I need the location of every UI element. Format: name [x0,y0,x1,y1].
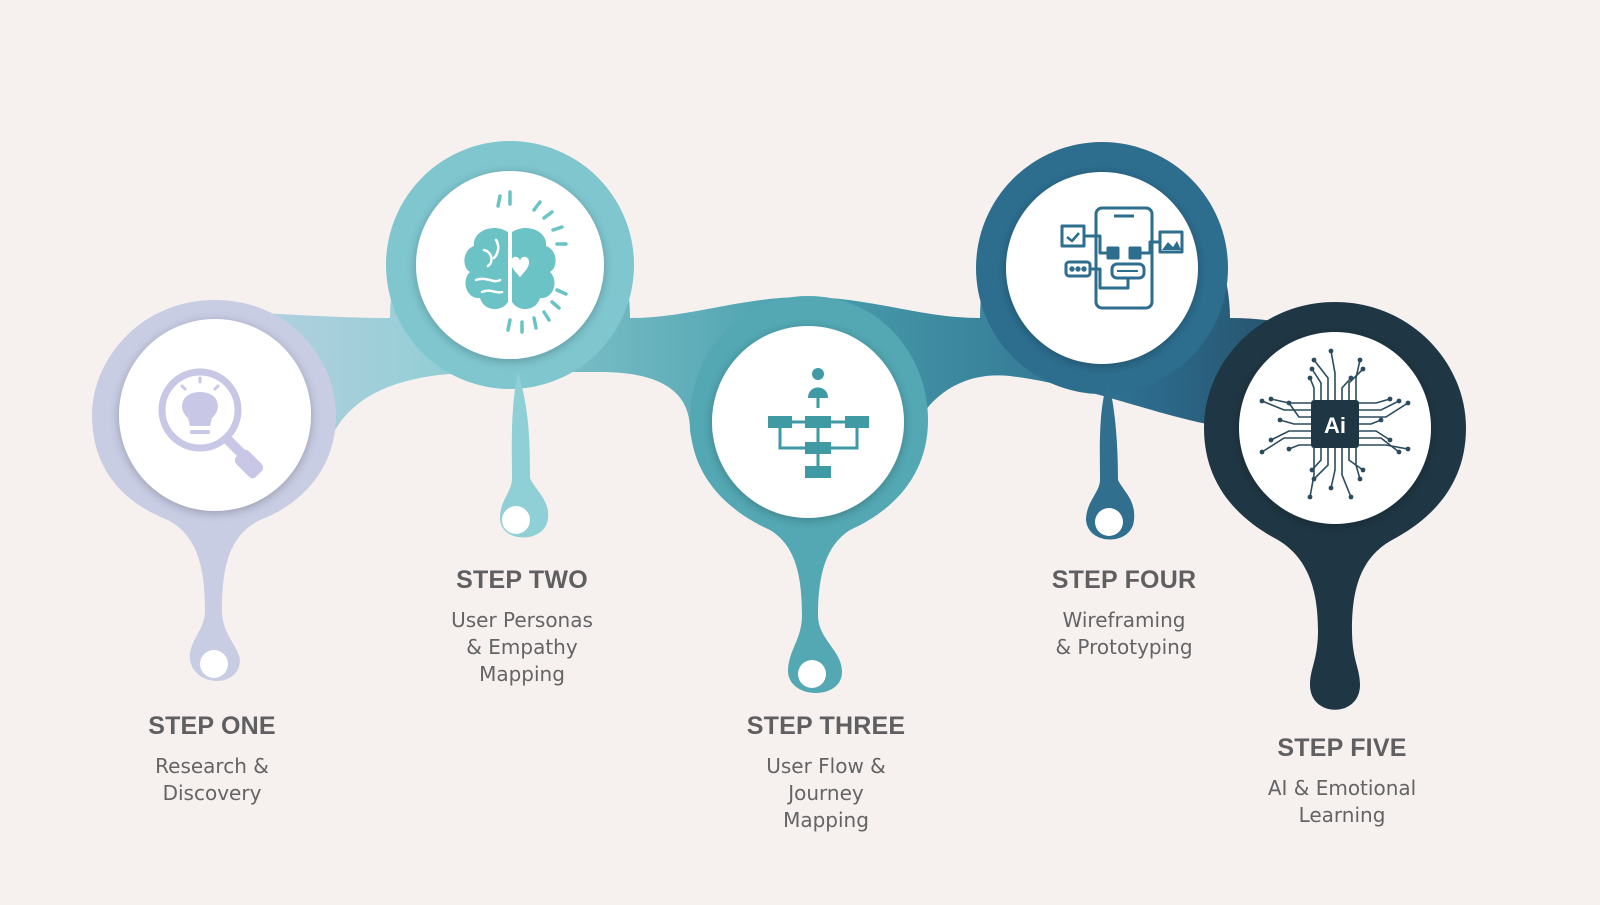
circuit-node [1309,467,1315,473]
circuit-trace [1261,400,1311,411]
lightbulb-magnifier-icon [158,368,264,479]
circuit-node [1360,366,1366,372]
circuit-trace [1279,419,1311,425]
circuit-trace [1355,359,1361,400]
circuit-trace [1341,448,1352,498]
circuit-trace [1330,448,1336,489]
circuit-node [1311,357,1317,363]
circuit-node [1396,449,1402,455]
circuit-trace [1270,430,1311,441]
circuit-node [1307,494,1313,500]
chip-text: Ai [1324,413,1346,438]
circuit-node [1387,437,1393,443]
circuit-trace [1288,402,1311,418]
circuit-trace [1309,448,1315,498]
circuit-node [1259,398,1265,404]
step-description: User Flow & Journey Mapping [766,754,886,832]
circuit-trace [1359,400,1400,411]
circuit-node [1405,446,1411,452]
circuit-node [1328,348,1334,354]
step-title: STEP FIVE [1277,734,1407,762]
step-four-node [976,142,1228,540]
step-description: Wireframing & Prototyping [1055,608,1193,659]
wireframe-phone-icon [1060,206,1184,310]
circuit-node [1396,398,1402,404]
circuit-node [1268,437,1274,443]
circuit-trace [1359,444,1409,450]
step-title: STEP TWO [456,566,588,594]
circuit-trace [1288,444,1311,450]
circuit-trace [1313,448,1329,480]
step-five-label: STEP FIVE AI & Emotional Learning [1212,734,1472,829]
circuit-node [1286,446,1292,452]
circuit-node [1387,396,1393,402]
step-one-label: STEP ONE Research & Discovery [82,712,342,807]
circuit-trace [1341,377,1352,400]
step-four-label: STEP FOUR Wireframing & Prototyping [994,566,1254,661]
circuit-node [1277,417,1283,423]
brain-heart-icon [464,190,568,334]
circuit-node [1309,366,1315,372]
circuit-trace [1313,359,1329,400]
circuit-node [1328,485,1334,491]
step-description: User Personas & Empathy Mapping [451,608,593,686]
circuit-node [1357,357,1363,363]
circuit-node [1259,449,1265,455]
circuit-node [1348,375,1354,381]
user-flow-icon [768,368,869,478]
circuit-trace [1311,448,1322,471]
circuit-node [1348,494,1354,500]
circuit-trace [1348,448,1364,471]
circuit-node [1405,400,1411,406]
circuit-trace [1359,419,1382,425]
circuit-trace [1355,448,1361,480]
circuit-trace [1261,437,1311,453]
circuit-node [1360,467,1366,473]
step-description: AI & Emotional Learning [1267,776,1417,827]
circuit-trace [1348,368,1364,400]
circuit-node [1286,400,1292,406]
step-two-label: STEP TWO User Personas & Empathy Mapping [392,566,652,688]
circuit-trace [1359,430,1391,441]
circuit-trace [1311,368,1322,400]
circuit-trace [1309,377,1315,400]
circuit-trace [1359,398,1391,404]
circuit-trace [1330,350,1336,400]
circuit-node [1311,476,1317,482]
circuit-node [1268,396,1274,402]
step-description: Research & Discovery [155,754,269,805]
circuit-node [1378,417,1384,423]
step-title: STEP FOUR [1051,566,1197,594]
step-one-node [92,300,336,681]
circuit-node [1307,375,1313,381]
circuit-trace [1359,437,1400,453]
step-three-node [690,296,928,693]
circuit-trace [1359,402,1409,418]
step-title: STEP THREE [746,712,906,740]
step-two-node [386,141,634,538]
step-three-label: STEP THREE User Flow & Journey Mapping [696,712,956,834]
circuit-node [1357,476,1363,482]
ai-chip-icon: Ai [1259,348,1411,500]
step-title: STEP ONE [148,712,276,740]
